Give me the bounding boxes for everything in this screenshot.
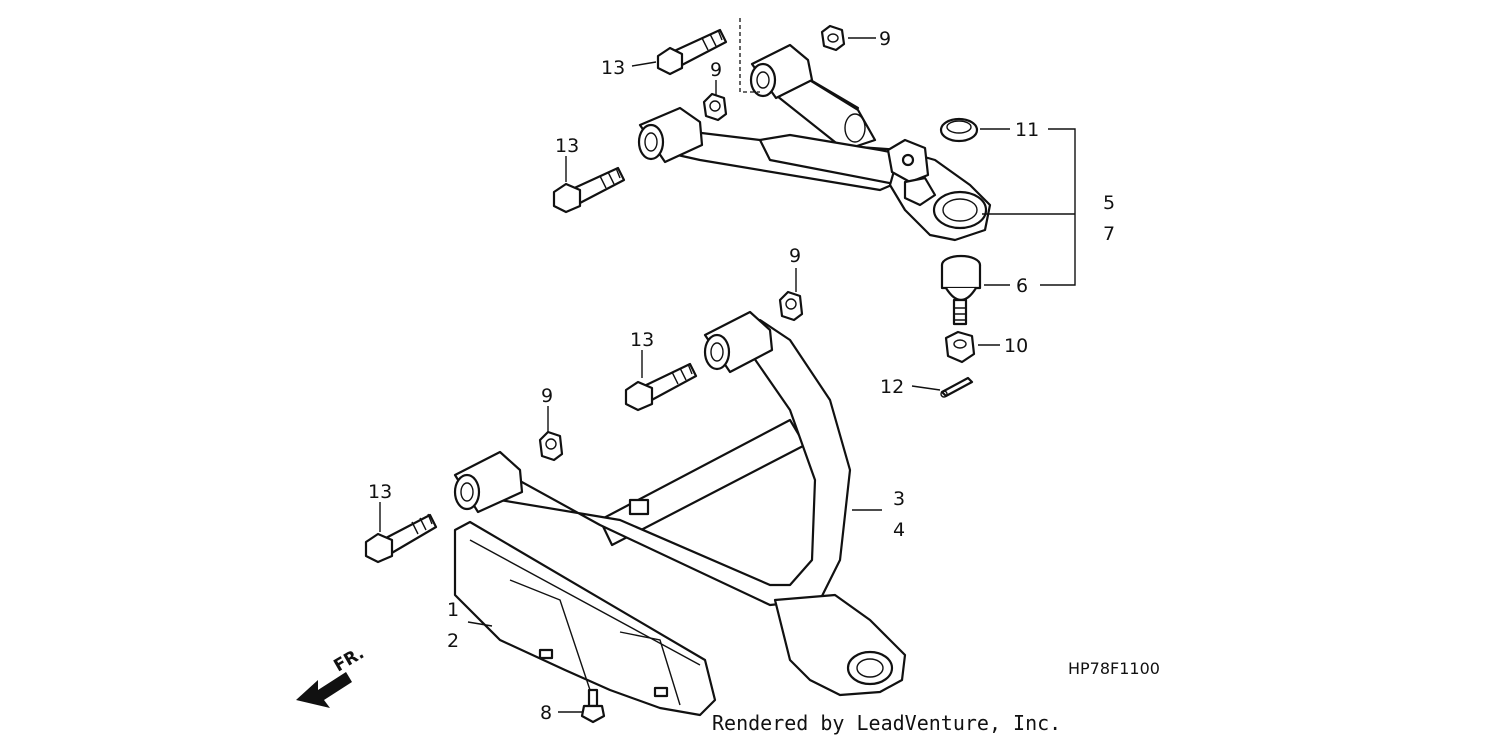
direction-label: FR.: [331, 643, 368, 676]
lower-arm: [453, 310, 907, 717]
leader-lines: [379, 37, 1076, 713]
front-arrow-icon: FR.: [296, 643, 368, 708]
nut-icon: [778, 290, 804, 322]
bolt-icon: [580, 688, 606, 724]
callout-10: 10: [1004, 335, 1028, 357]
nut-icon: [702, 92, 728, 122]
nut-icon: [944, 330, 976, 364]
callout-9: 9: [541, 385, 553, 407]
callout-7: 7: [1103, 223, 1115, 245]
callout-12: 12: [880, 376, 904, 398]
callout-13: 13: [630, 329, 654, 351]
callout-5: 5: [1103, 192, 1115, 214]
bolt-icon: [364, 513, 438, 564]
bolt-icon: [656, 28, 728, 76]
diagram-code: HP78F1100: [1068, 659, 1160, 678]
callout-1: 1: [447, 599, 459, 621]
callout-3: 3: [893, 488, 905, 510]
circlip-icon: [939, 117, 979, 143]
nut-icon: [820, 24, 846, 52]
callout-6: 6: [1016, 275, 1028, 297]
callout-13: 13: [368, 481, 392, 503]
callout-9: 9: [879, 28, 891, 50]
callout-2: 2: [447, 630, 459, 652]
callout-8: 8: [540, 702, 552, 724]
callout-13: 13: [555, 135, 579, 157]
cotter-pin-icon: [940, 376, 974, 398]
bolt-icon: [552, 166, 626, 214]
nut-icon: [538, 430, 564, 462]
callout-13: 13: [601, 57, 625, 79]
ball-joint-icon: [940, 254, 982, 326]
credit-text: Rendered by LeadVenture, Inc.: [712, 711, 1061, 735]
upper-arm: [637, 43, 992, 242]
callout-9: 9: [710, 59, 722, 81]
callout-4: 4: [893, 519, 905, 541]
bolt-icon: [624, 362, 698, 412]
callout-labels: 13 9 9 13 11 5 7 6 9 13 10 12 9 13 3 4 1…: [368, 28, 1115, 724]
callout-11: 11: [1015, 119, 1039, 141]
callout-9: 9: [789, 245, 801, 267]
